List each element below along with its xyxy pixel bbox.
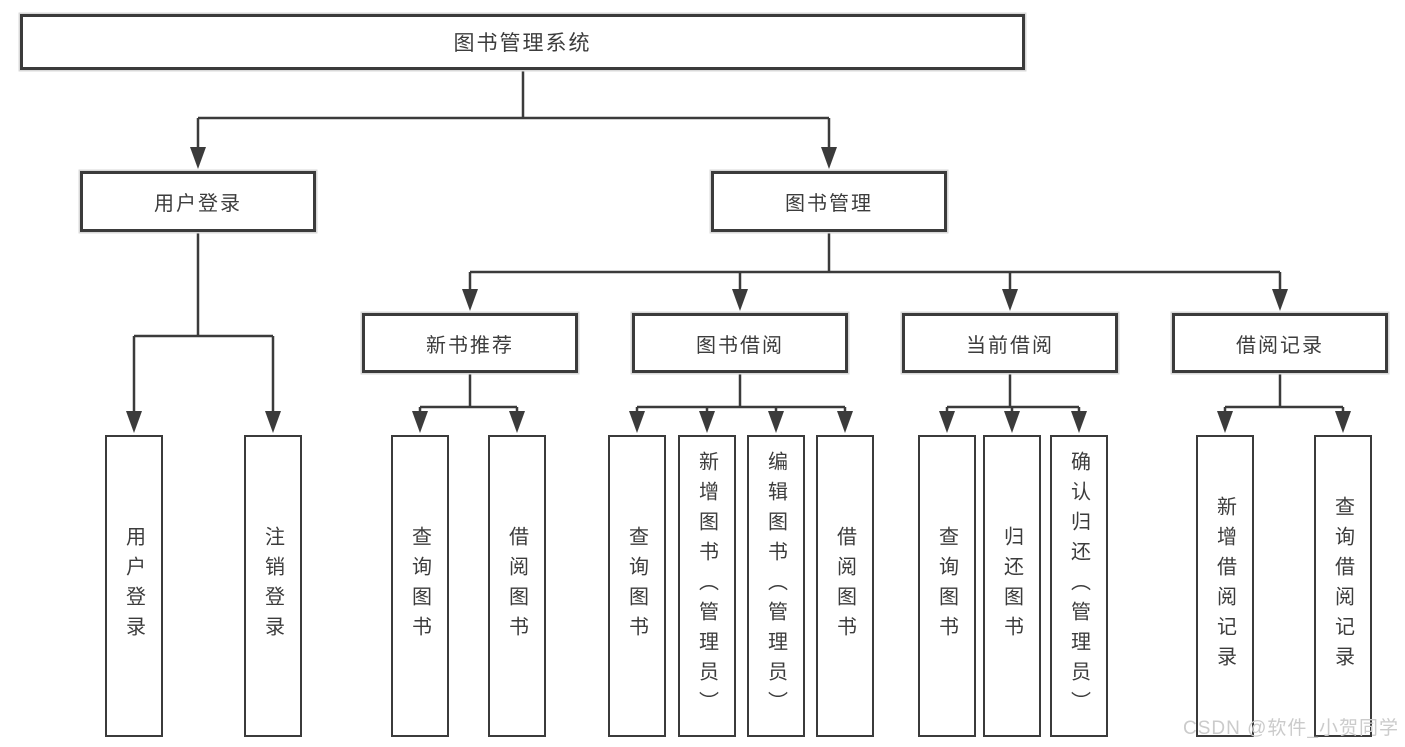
connector-book-management-children <box>468 232 1282 291</box>
arrowhead-icon <box>509 411 525 433</box>
arrowhead-icon <box>1272 289 1288 311</box>
leaf-borrowing-edit-books-admin: 编辑图书（管理员） <box>747 435 805 737</box>
arrowhead-icon <box>699 411 715 433</box>
leaf-records-query-borrow-record: 查询借阅记录 <box>1314 435 1372 737</box>
arrowhead-icon <box>462 289 478 311</box>
arrowhead-icon <box>629 411 645 433</box>
arrowhead-icon <box>1335 411 1351 433</box>
leaf-borrowing-borrow-books: 借阅图书 <box>816 435 874 737</box>
leaf-borrowing-query-books: 查询图书 <box>608 435 666 737</box>
leaf-logout-login: 注销登录 <box>244 435 302 737</box>
arrowhead-icon <box>265 411 281 433</box>
connector-current-children <box>945 373 1081 413</box>
arrowhead-icon <box>1071 411 1087 433</box>
connector-records-children <box>1223 373 1345 413</box>
leaf-current-query-books: 查询图书 <box>918 435 976 737</box>
node-book-borrowing: 图书借阅 <box>632 313 848 373</box>
leaf-current-confirm-return-admin: 确认归还（管理员） <box>1050 435 1108 737</box>
arrowhead-icon <box>190 147 206 169</box>
node-user-login: 用户登录 <box>80 171 316 232</box>
arrowhead-icon <box>939 411 955 433</box>
arrowhead-icon <box>1002 289 1018 311</box>
node-new-book-recommendation: 新书推荐 <box>362 313 578 373</box>
arrowhead-icon <box>126 411 142 433</box>
node-book-management: 图书管理 <box>711 171 947 232</box>
connector-borrowing-children <box>635 373 847 413</box>
arrowhead-icon <box>412 411 428 433</box>
connector-user-login-children <box>132 232 275 413</box>
node-library-management-system: 图书管理系统 <box>20 14 1025 70</box>
leaf-recommend-query-books: 查询图书 <box>391 435 449 737</box>
connector-root-to-level2 <box>196 70 831 150</box>
leaf-current-return-books: 归还图书 <box>983 435 1041 737</box>
arrowhead-icon <box>732 289 748 311</box>
connector-recommend-children <box>418 373 519 413</box>
node-borrowing-records: 借阅记录 <box>1172 313 1388 373</box>
node-current-borrowing: 当前借阅 <box>902 313 1118 373</box>
arrowhead-icon <box>837 411 853 433</box>
leaf-recommend-borrow-books: 借阅图书 <box>488 435 546 737</box>
leaf-records-add-borrow-record: 新增借阅记录 <box>1196 435 1254 737</box>
arrowhead-icon <box>821 147 837 169</box>
arrowhead-icon <box>1217 411 1233 433</box>
arrowhead-icon <box>1004 411 1020 433</box>
leaf-user-login: 用户登录 <box>105 435 163 737</box>
arrowhead-icon <box>768 411 784 433</box>
leaf-borrowing-add-books-admin: 新增图书（管理员） <box>678 435 736 737</box>
